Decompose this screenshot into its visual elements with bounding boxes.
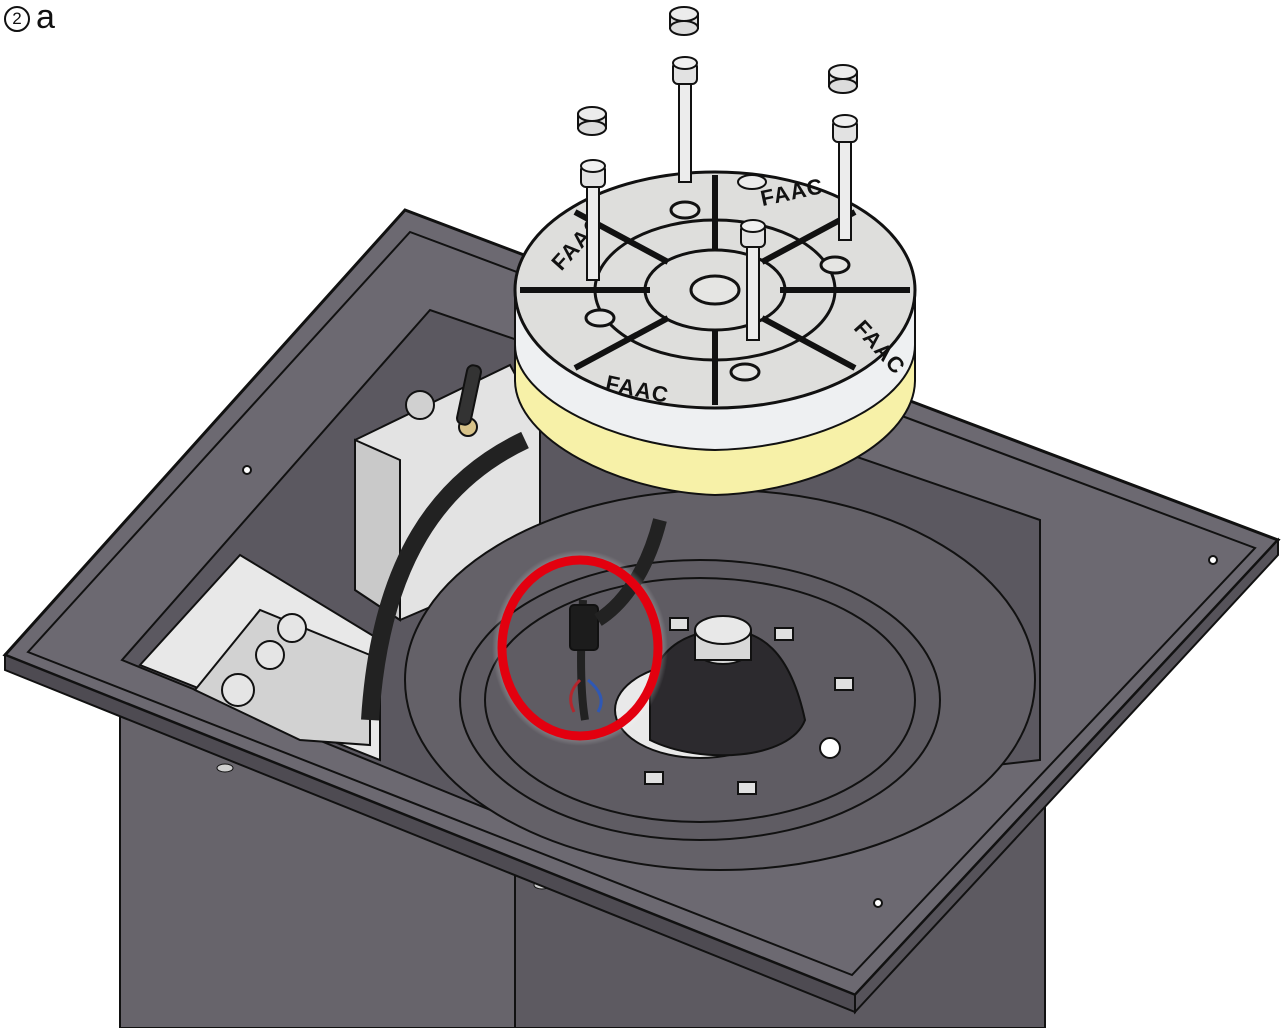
bolt-cap-left: [577, 106, 607, 136]
main-cable: [361, 431, 529, 721]
bollard-cap: FAAC FAAC FAAC FAAC: [513, 170, 917, 497]
step-letter: a: [36, 0, 55, 36]
step-label: 2 a: [4, 0, 55, 34]
bolt-right: [832, 114, 858, 241]
bolt-cap-top: [669, 6, 699, 36]
highlight-ring: [481, 539, 679, 757]
bolt-front: [740, 219, 766, 341]
bolt-center: [672, 56, 698, 183]
bolt-left: [580, 159, 606, 281]
bolt-cap-right: [828, 64, 858, 94]
step-number-circle: 2: [4, 6, 30, 32]
bolt-cap-on-cap: [737, 174, 767, 190]
